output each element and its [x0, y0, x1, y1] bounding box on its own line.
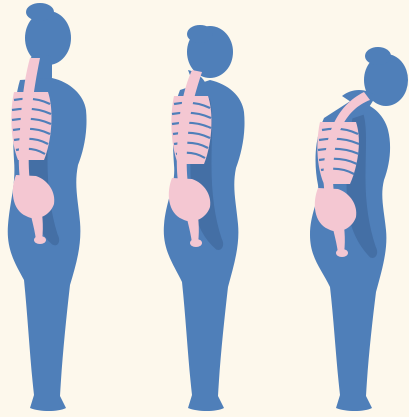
- hair-bun: [365, 47, 391, 65]
- hair-bun: [26, 3, 54, 21]
- hair-bun: [187, 25, 213, 43]
